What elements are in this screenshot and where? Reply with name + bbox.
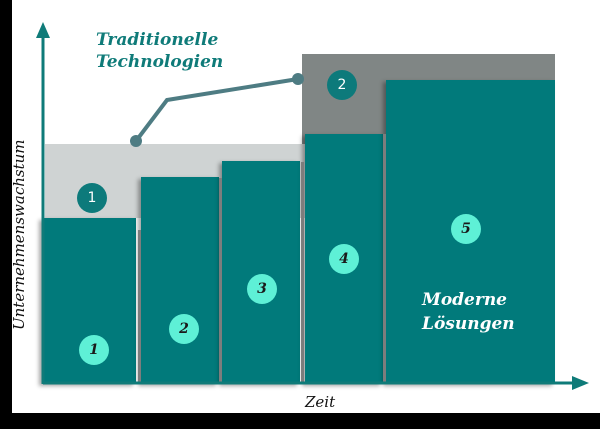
modern-line-1: Moderne [422,290,507,310]
separator [301,162,304,382]
y-axis-arrow-icon [36,22,50,38]
x-axis-label: Zeit [305,393,336,411]
diagram-canvas: Traditionelle Technologien 1 2 1 2 3 4 5… [10,0,600,413]
title-line-2: Technologien [96,52,224,72]
traditional-technologies-title: Traditionelle Technologien [96,29,223,73]
step-bar-3 [222,161,300,384]
title-line-1: Traditionelle [96,30,219,50]
step-bar-2 [141,177,219,384]
step-badge-1: 1 [79,335,109,365]
separator [383,134,386,382]
zone-badge-1: 1 [77,183,107,213]
separator [138,230,141,382]
step-badge-2: 2 [169,314,199,344]
step-badge-5: 5 [451,214,481,244]
step-badge-4: 4 [329,244,359,274]
modern-solutions-label: Moderne Lösungen [422,288,515,336]
separator [219,178,222,382]
axes-and-connector [36,22,589,390]
y-axis-label: Unternehmenswachstum [10,139,28,331]
x-axis-arrow-icon [572,376,589,390]
zone-badge-2: 2 [327,70,357,100]
step-badge-3: 3 [247,274,277,304]
modern-line-2: Lösungen [422,314,515,334]
